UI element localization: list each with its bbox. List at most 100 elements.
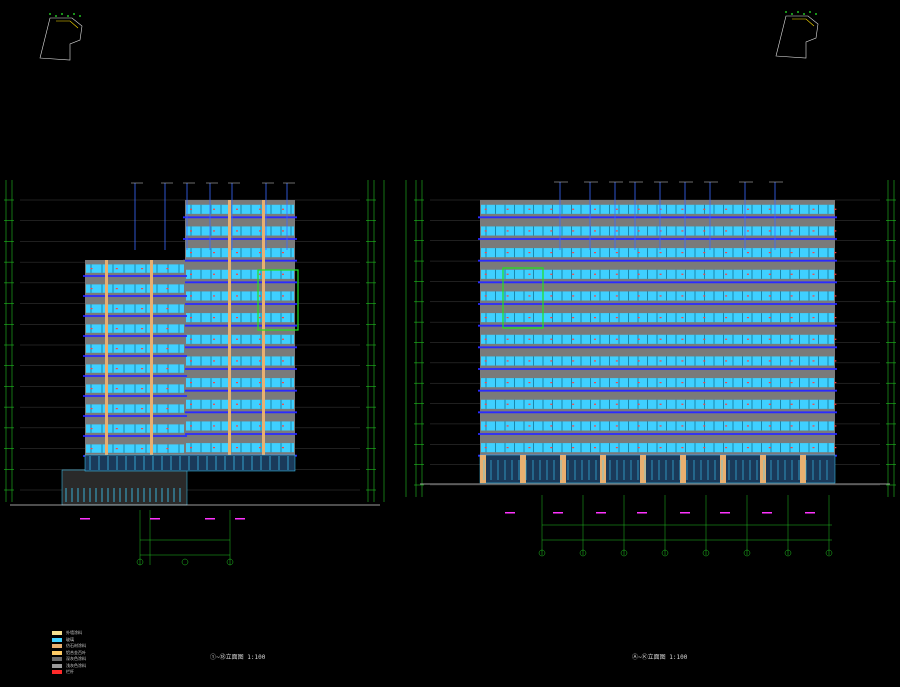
- window-band: [481, 443, 834, 453]
- window-band: [186, 204, 294, 214]
- elevation-mark: [505, 512, 515, 514]
- legend-label: 铝合金百叶: [66, 649, 86, 655]
- railing-mark: [790, 317, 793, 319]
- railing-mark: [659, 295, 662, 297]
- railing-mark: [790, 338, 793, 340]
- railing-mark: [725, 403, 728, 405]
- railing-mark: [659, 208, 662, 210]
- railing-mark: [572, 382, 575, 384]
- railing-mark: [115, 288, 118, 290]
- railing-mark: [236, 403, 238, 405]
- legend-item: 铝合金百叶: [52, 650, 86, 657]
- railing-mark: [282, 252, 284, 254]
- railing-mark: [594, 273, 596, 275]
- legend-swatch: [52, 631, 62, 636]
- railing-mark: [484, 425, 487, 427]
- railing-mark: [141, 308, 144, 310]
- railing-mark: [259, 208, 261, 210]
- railing-mark: [484, 403, 487, 405]
- railing-mark: [725, 273, 728, 275]
- railing-mark: [594, 338, 596, 340]
- railing-mark: [790, 360, 793, 362]
- key-plan-outline: [775, 15, 819, 59]
- legend-item: 浅灰色涂料: [52, 663, 86, 670]
- railing-mark: [282, 230, 284, 232]
- axis-bubble: [136, 558, 144, 566]
- railing-mark: [484, 252, 487, 254]
- railing-mark: [259, 338, 261, 340]
- railing-mark: [166, 288, 169, 290]
- axis-bubble: [538, 549, 546, 557]
- window-band: [481, 204, 834, 214]
- key-plan-node: [785, 11, 787, 13]
- key-plan-grid: [792, 18, 815, 27]
- key-plan-node: [61, 13, 63, 15]
- key-plan-node: [797, 11, 799, 13]
- window-band: [481, 313, 834, 323]
- window-band: [186, 291, 294, 301]
- railing-mark: [190, 273, 192, 275]
- railing-mark: [725, 208, 728, 210]
- railing-mark: [725, 230, 728, 232]
- key-plan-node: [73, 13, 75, 15]
- elevation-mark: [805, 512, 815, 514]
- railing-mark: [703, 338, 706, 340]
- railing-mark: [681, 447, 684, 449]
- elevation-mark: [680, 512, 690, 514]
- railing-mark: [703, 230, 706, 232]
- railing-mark: [506, 338, 509, 340]
- railing-mark: [594, 295, 596, 297]
- railing-mark: [812, 425, 815, 427]
- railing-mark: [259, 252, 261, 254]
- key-plan-node: [55, 15, 57, 17]
- railing-mark: [550, 295, 553, 297]
- railing-mark: [506, 382, 509, 384]
- railing-mark: [615, 360, 618, 362]
- railing-mark: [790, 230, 793, 232]
- window-band: [186, 399, 294, 409]
- railing-mark: [259, 295, 261, 297]
- axis-bubble: [579, 549, 587, 557]
- axis-bubble: [181, 558, 189, 566]
- railing-mark: [681, 208, 684, 210]
- railing-mark: [572, 317, 575, 319]
- railing-mark: [594, 403, 596, 405]
- railing-mark: [115, 388, 118, 390]
- railing-mark: [746, 382, 749, 384]
- railing-mark: [703, 273, 706, 275]
- railing-mark: [528, 338, 531, 340]
- elevation-mark: [553, 512, 563, 514]
- legend-swatch: [52, 650, 62, 655]
- railing-mark: [213, 252, 215, 254]
- railing-mark: [282, 338, 284, 340]
- railing-mark: [746, 360, 749, 362]
- railing-mark: [166, 348, 169, 350]
- railing-mark: [166, 268, 169, 270]
- railing-mark: [115, 348, 118, 350]
- feature-frame: [257, 269, 299, 331]
- axis-bubble: [226, 558, 234, 566]
- railing-mark: [213, 273, 215, 275]
- window-band: [481, 356, 834, 366]
- stone-pier: [680, 455, 686, 483]
- railing-mark: [681, 403, 684, 405]
- key-plan-node: [67, 15, 69, 17]
- legend-swatch: [52, 663, 62, 668]
- legend-swatch: [52, 670, 62, 675]
- railing-mark: [790, 252, 793, 254]
- railing-mark: [213, 208, 215, 210]
- railing-mark: [236, 447, 238, 449]
- railing-mark: [550, 208, 553, 210]
- railing-mark: [615, 208, 618, 210]
- elevation-right: [405, 180, 896, 557]
- railing-mark: [506, 360, 509, 362]
- railing-mark: [484, 447, 487, 449]
- railing-mark: [141, 408, 144, 410]
- railing-mark: [213, 403, 215, 405]
- railing-mark: [115, 448, 118, 450]
- railing-mark: [746, 252, 749, 254]
- railing-mark: [550, 230, 553, 232]
- railing-mark: [282, 360, 284, 362]
- railing-mark: [528, 230, 531, 232]
- railing-mark: [594, 425, 596, 427]
